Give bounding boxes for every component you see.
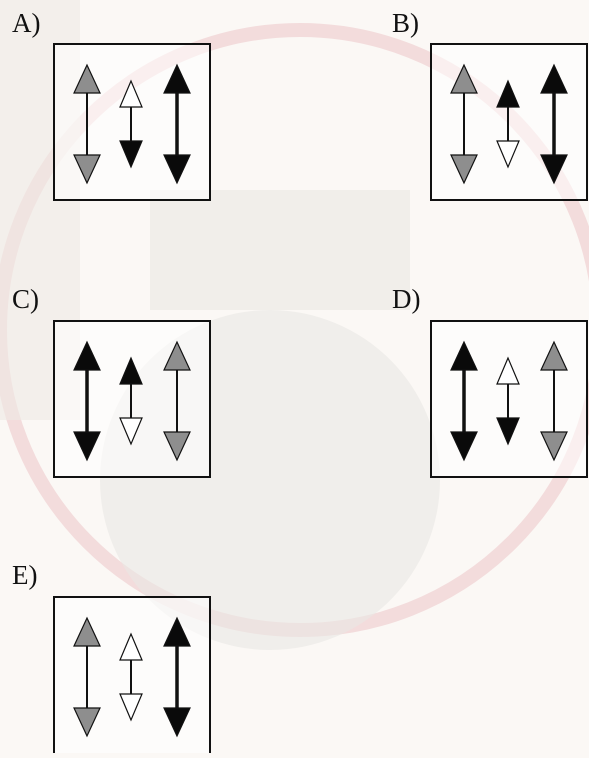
option-b-right-arrow [540, 63, 568, 185]
arrow-head-down [450, 154, 478, 185]
arrow-head-up [450, 63, 478, 94]
option-d-label: D) [392, 284, 421, 314]
option-a-right-arrow [163, 63, 191, 185]
option-e-left-arrow [73, 616, 101, 738]
option-c-left-arrow [73, 340, 101, 462]
arrow-head-up [496, 356, 520, 385]
option-a-middle-arrow [119, 79, 143, 169]
arrow-head-up [540, 340, 568, 371]
arrow-head-down [450, 431, 478, 462]
option-e-label: E) [12, 560, 38, 590]
option-c-label: C) [12, 284, 39, 314]
option-d-left-arrow [450, 340, 478, 462]
arrow-head-up [73, 63, 101, 94]
option-e-right-arrow [163, 616, 191, 738]
arrow-head-up [163, 616, 191, 647]
option-b-box[interactable] [430, 43, 588, 201]
arrow-head-up [119, 632, 143, 661]
option-d-arrows [450, 340, 568, 462]
arrow-head-down [73, 154, 101, 185]
arrow-head-up [540, 63, 568, 94]
arrow-head-up [73, 616, 101, 647]
arrow-head-down [73, 431, 101, 462]
arrow-head-up [163, 340, 191, 371]
option-b-label: B) [392, 8, 419, 38]
arrow-head-down [540, 154, 568, 185]
option-b-middle-arrow [496, 79, 520, 169]
arrow-head-up [496, 79, 520, 108]
arrow-head-down [496, 140, 520, 169]
option-e-middle-arrow [119, 632, 143, 722]
arrow-head-down [496, 417, 520, 446]
option-a-label: A) [12, 8, 41, 38]
option-e-arrows [73, 616, 191, 738]
arrow-head-down [119, 693, 143, 722]
arrow-head-down [163, 431, 191, 462]
arrow-head-up [450, 340, 478, 371]
arrow-head-up [163, 63, 191, 94]
arrow-head-down [163, 154, 191, 185]
option-a-left-arrow [73, 63, 101, 185]
arrow-head-down [119, 417, 143, 446]
arrow-head-up [119, 79, 143, 108]
arrow-head-up [73, 340, 101, 371]
option-d-box[interactable] [430, 320, 588, 478]
arrow-head-down [73, 707, 101, 738]
option-d-right-arrow [540, 340, 568, 462]
arrow-head-up [119, 356, 143, 385]
arrow-head-down [163, 707, 191, 738]
arrow-head-down [119, 140, 143, 169]
option-a-arrows [73, 63, 191, 185]
arrow-head-down [540, 431, 568, 462]
option-e-box[interactable] [53, 596, 211, 753]
option-c-arrows [73, 340, 191, 462]
option-d-middle-arrow [496, 356, 520, 446]
option-a-box[interactable] [53, 43, 211, 201]
option-c-right-arrow [163, 340, 191, 462]
option-c-middle-arrow [119, 356, 143, 446]
option-b-arrows [450, 63, 568, 185]
option-b-left-arrow [450, 63, 478, 185]
option-c-box[interactable] [53, 320, 211, 478]
